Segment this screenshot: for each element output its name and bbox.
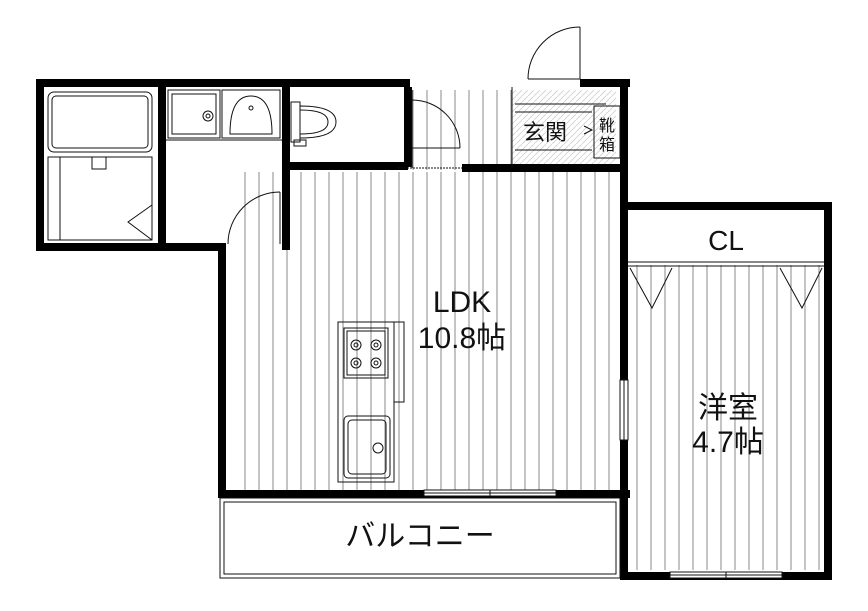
thin-lines [47, 26, 824, 579]
ldk-name: LDK [433, 286, 491, 319]
ldk-size: 10.8帖 [418, 322, 506, 355]
entrance-name: 玄関 [523, 120, 567, 145]
shoe-box-char-1: 靴 [599, 117, 615, 135]
western-name: 洋室 [698, 392, 758, 425]
western-size: 4.7帖 [692, 426, 764, 459]
western-floor [632, 265, 824, 570]
closet-name: CL [708, 225, 744, 256]
shoe-box-char-2: 箱 [599, 136, 615, 154]
entrance-floor [512, 90, 616, 168]
balcony-name: バルコニー [345, 520, 494, 553]
entrance-steps [515, 103, 606, 151]
ldk-floor [234, 172, 622, 492]
